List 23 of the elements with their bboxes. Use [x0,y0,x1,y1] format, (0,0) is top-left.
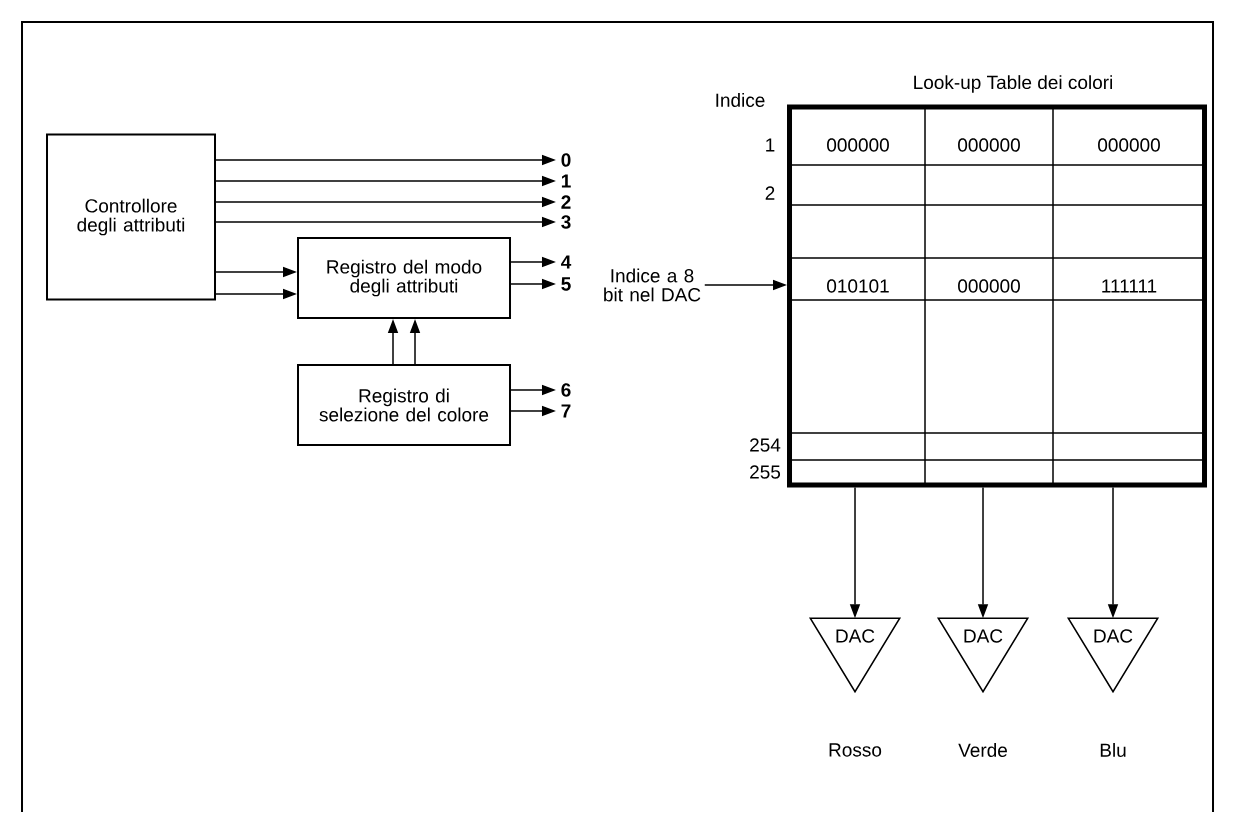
table-cell-value: 000000 [958,138,1020,152]
table-cell-value: 000000 [1098,138,1160,152]
index-text: Indice a 8 bit nel DAC [604,268,701,302]
column-heading: Indice [716,93,765,107]
output-number: 2 [561,195,571,209]
node-label: Look-up Table dei colori [914,75,1112,93]
output-number: 3 [561,215,571,229]
output-number: 7 [561,404,571,418]
channel-label: Blu [1100,743,1126,757]
output-number: 1 [561,174,571,188]
table-cell-value: 000000 [827,138,889,152]
block-box: Registro di selezione del colore [297,364,511,446]
output-number: 6 [561,383,571,397]
block-box: Registro del modo degli attributi [297,237,511,319]
output-number: 4 [561,255,572,269]
channel-label: Rosso [829,743,882,757]
table-cell-value: 000000 [958,279,1020,293]
block-box: Controllore degli attributi [46,133,216,301]
output-number: 5 [561,277,571,291]
output-number: 0 [561,153,571,167]
table-cell-value: 111111 [1102,279,1157,293]
table-cell-value: 010101 [827,279,889,293]
channel-label: Verde [958,743,1007,757]
